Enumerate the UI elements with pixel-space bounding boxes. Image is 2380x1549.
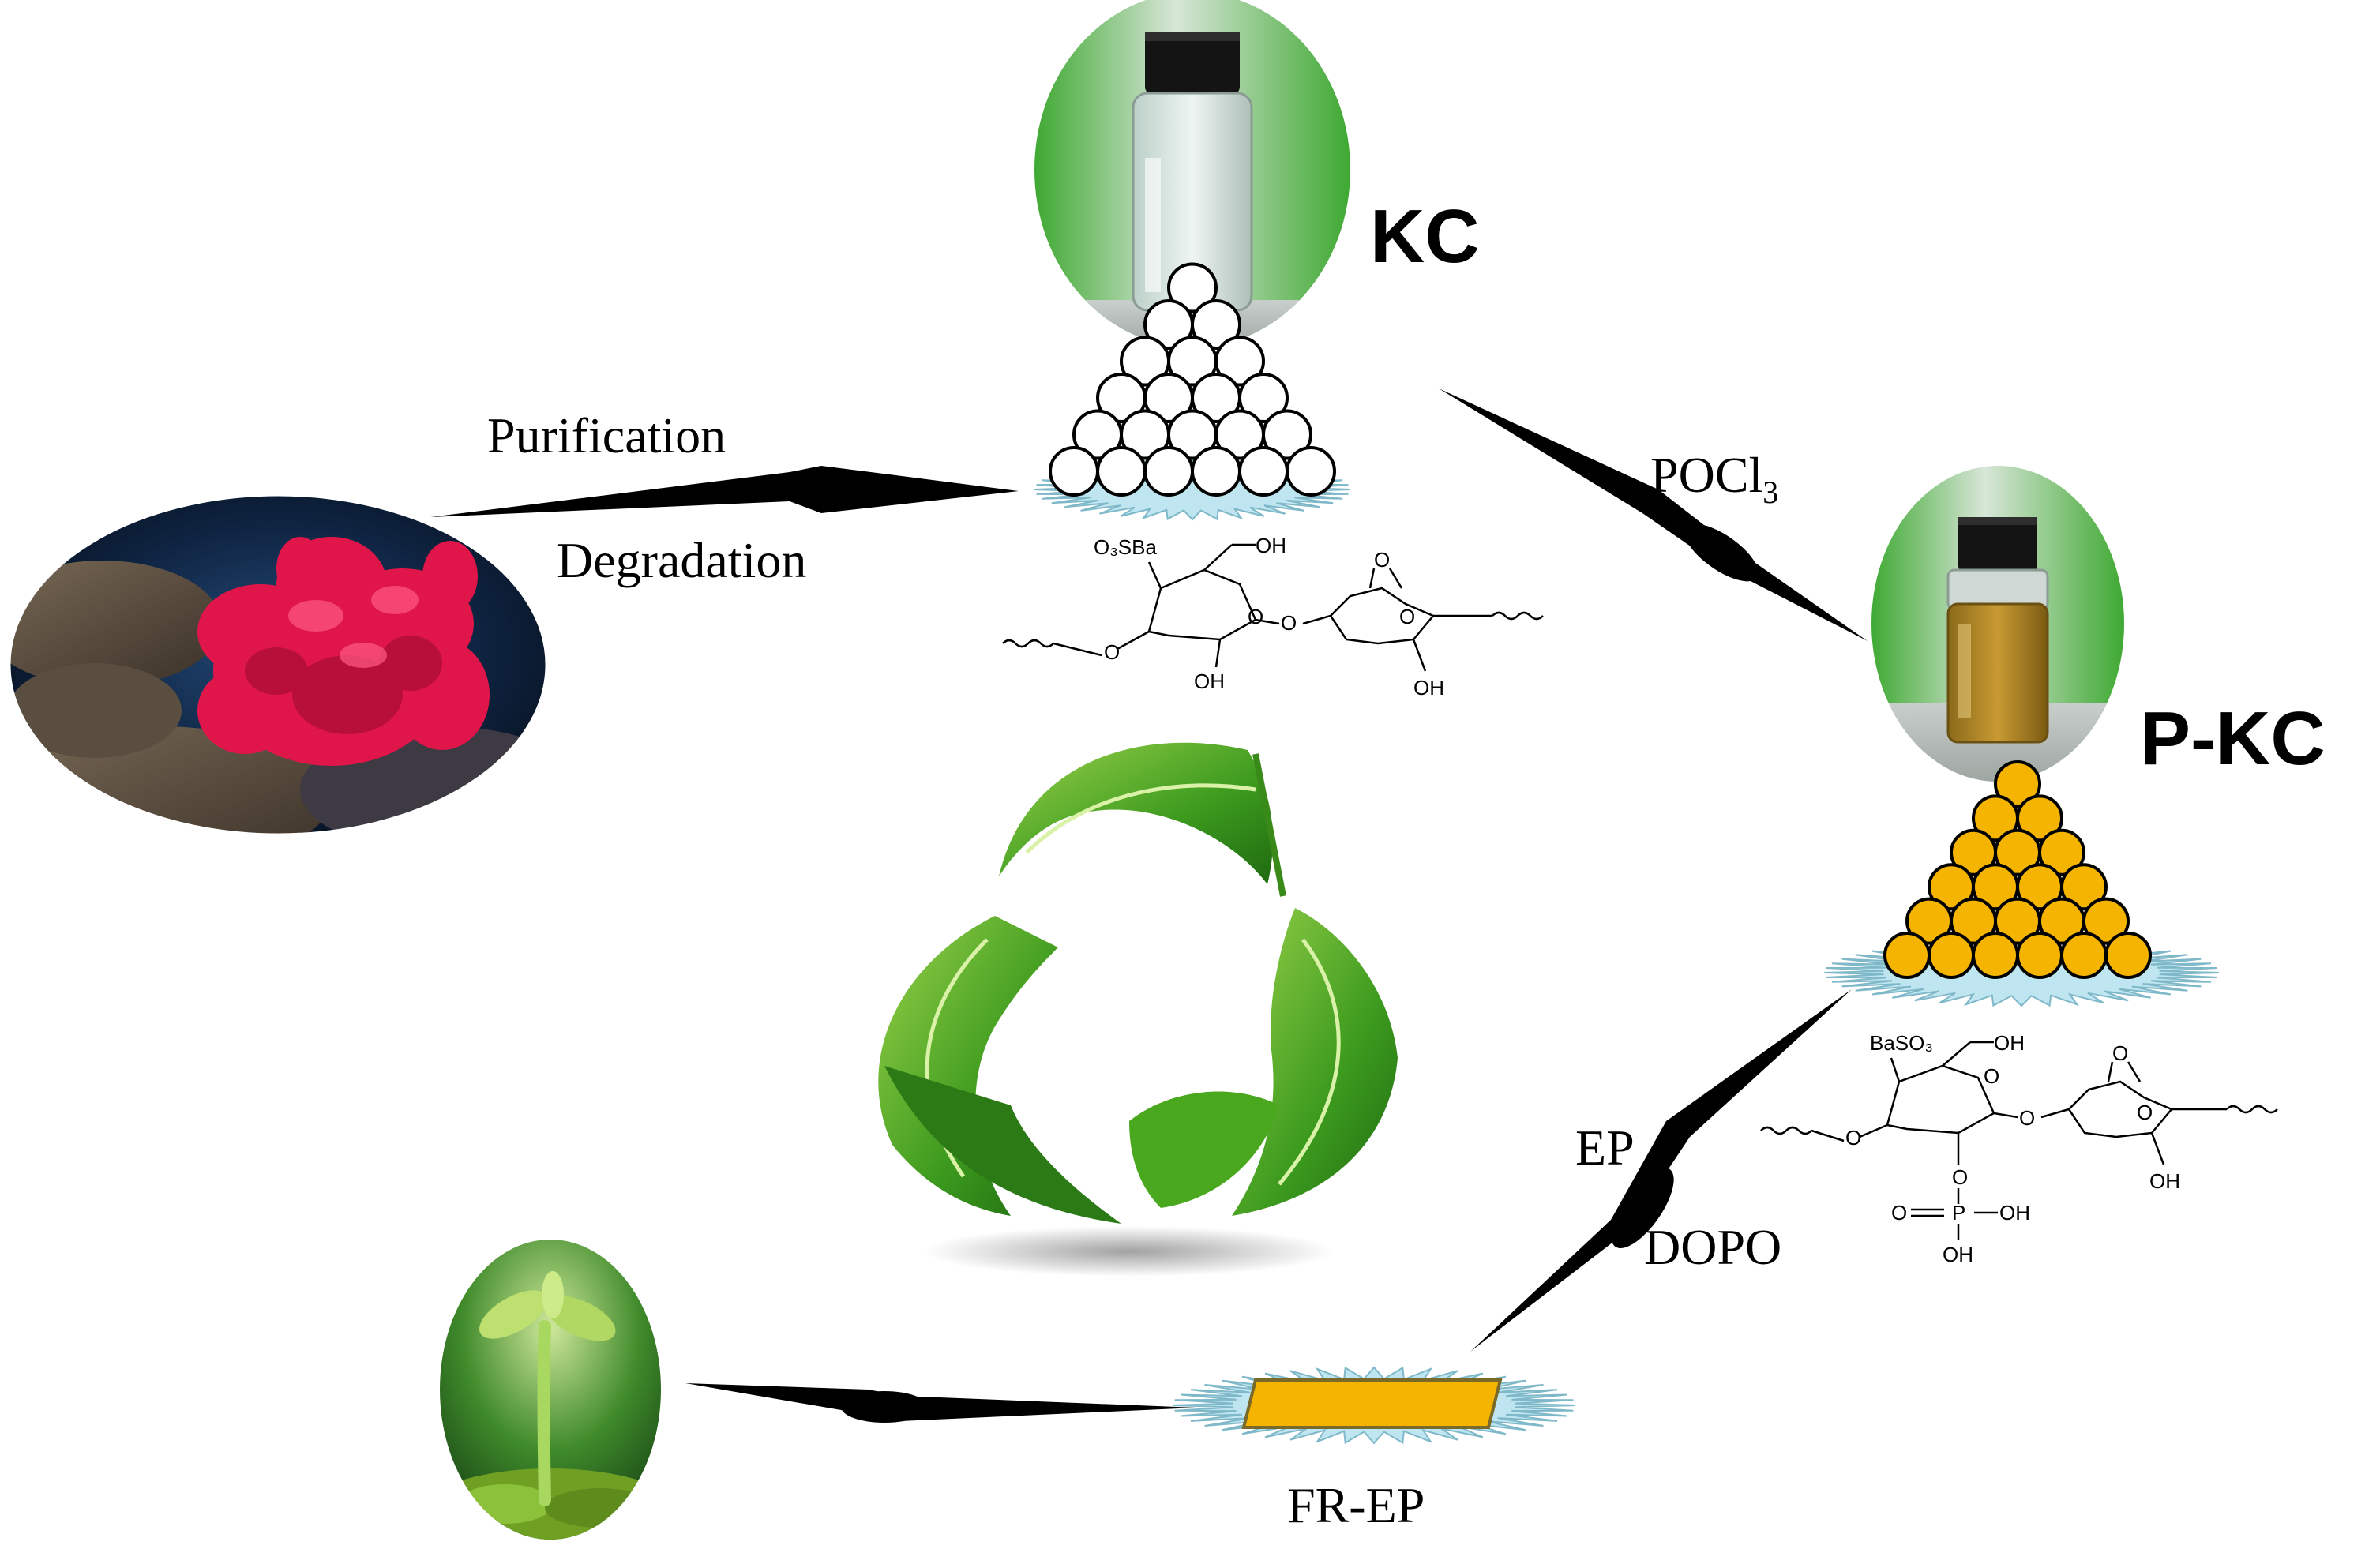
sphere	[1191, 446, 1241, 497]
sphere	[1191, 299, 1241, 350]
svg-text:O: O	[1399, 605, 1415, 628]
sphere	[2016, 932, 2063, 979]
sphere	[2104, 932, 2152, 979]
frep-label: FR-EP	[1287, 1477, 1425, 1533]
sphere	[1928, 932, 1975, 979]
pkc-sphere-pile	[1883, 760, 2152, 979]
sphere	[2038, 828, 2085, 876]
dopo-label: DOPO	[1644, 1219, 1782, 1275]
pkc-structure-labels: BaSO₃ OH OH P O OH OH O O O O O O	[1845, 1031, 2180, 1266]
kc-label: KC	[1370, 194, 1480, 279]
pocl3-label: POCl3	[1650, 447, 1779, 510]
pkc-oh-phos-right-label: OH	[1999, 1201, 2030, 1225]
pkc-vial-photo	[1871, 466, 2124, 782]
arrow-purification	[430, 466, 1019, 517]
sphere	[1286, 446, 1336, 497]
kc-oh-top-label: OH	[1256, 534, 1286, 557]
seedling-photo	[440, 1240, 661, 1540]
degradation-label: Degradation	[557, 532, 807, 588]
sphere	[1262, 409, 1312, 460]
sphere	[1167, 262, 1218, 313]
arrow-pocl3	[1439, 388, 1868, 641]
pkc-oxo-label: O	[1891, 1201, 1907, 1225]
frep-composite-bar	[1241, 1378, 1503, 1429]
sphere	[1096, 446, 1147, 497]
svg-text:O: O	[1281, 611, 1297, 635]
sphere	[1238, 446, 1289, 497]
pkc-label: P-KC	[2140, 696, 2326, 781]
kc-chemical-structure	[1002, 543, 1544, 672]
sphere	[2060, 863, 2108, 911]
arrow-seedling	[685, 1383, 1196, 1423]
sphere	[1994, 760, 2041, 808]
pkc-sulfate-label: BaSO₃	[1870, 1031, 1933, 1055]
svg-text:O: O	[1952, 1165, 1968, 1189]
sphere	[1883, 932, 1931, 979]
kc-oh-left-label: OH	[1194, 669, 1225, 693]
svg-text:O: O	[1845, 1126, 1861, 1150]
pkc-phosphorus-label: P	[1952, 1201, 1965, 1225]
svg-text:O: O	[2137, 1101, 2153, 1124]
sphere	[1972, 932, 2019, 979]
pkc-oh-phos-bottom-label: OH	[1943, 1243, 1973, 1266]
kc-oh-right-label: OH	[1413, 676, 1444, 699]
pkc-oh-top-label: OH	[1994, 1031, 2025, 1055]
seaweed-photo	[9, 495, 546, 835]
sphere	[2016, 794, 2063, 842]
sphere	[1214, 336, 1265, 387]
sphere	[1143, 446, 1194, 497]
recycle-leaves-icon	[878, 742, 1398, 1277]
pkc-oh-right-label: OH	[2149, 1169, 2180, 1193]
purification-label: Purification	[487, 407, 726, 463]
arrow-ep-dopo	[1470, 989, 1852, 1352]
svg-text:O: O	[2112, 1041, 2128, 1065]
seaweed-frame	[8, 493, 548, 836]
sphere	[1238, 373, 1289, 423]
sphere	[2082, 897, 2130, 945]
pkc-chemical-structure	[1760, 1041, 2278, 1240]
svg-text:O: O	[1374, 548, 1390, 572]
ep-label: EP	[1575, 1120, 1635, 1176]
kc-sulfate-label: O₃SBa	[1094, 535, 1157, 559]
kc-structure-labels: O₃SBa OH OH OH O O O O O	[1094, 534, 1444, 699]
sphere	[2060, 932, 2108, 979]
sphere	[1049, 446, 1099, 497]
kc-sphere-pile	[1049, 262, 1336, 497]
svg-text:O: O	[1248, 605, 1263, 628]
svg-text:O: O	[1104, 640, 1120, 664]
svg-text:O: O	[1984, 1064, 1999, 1088]
svg-text:O: O	[2019, 1106, 2035, 1130]
